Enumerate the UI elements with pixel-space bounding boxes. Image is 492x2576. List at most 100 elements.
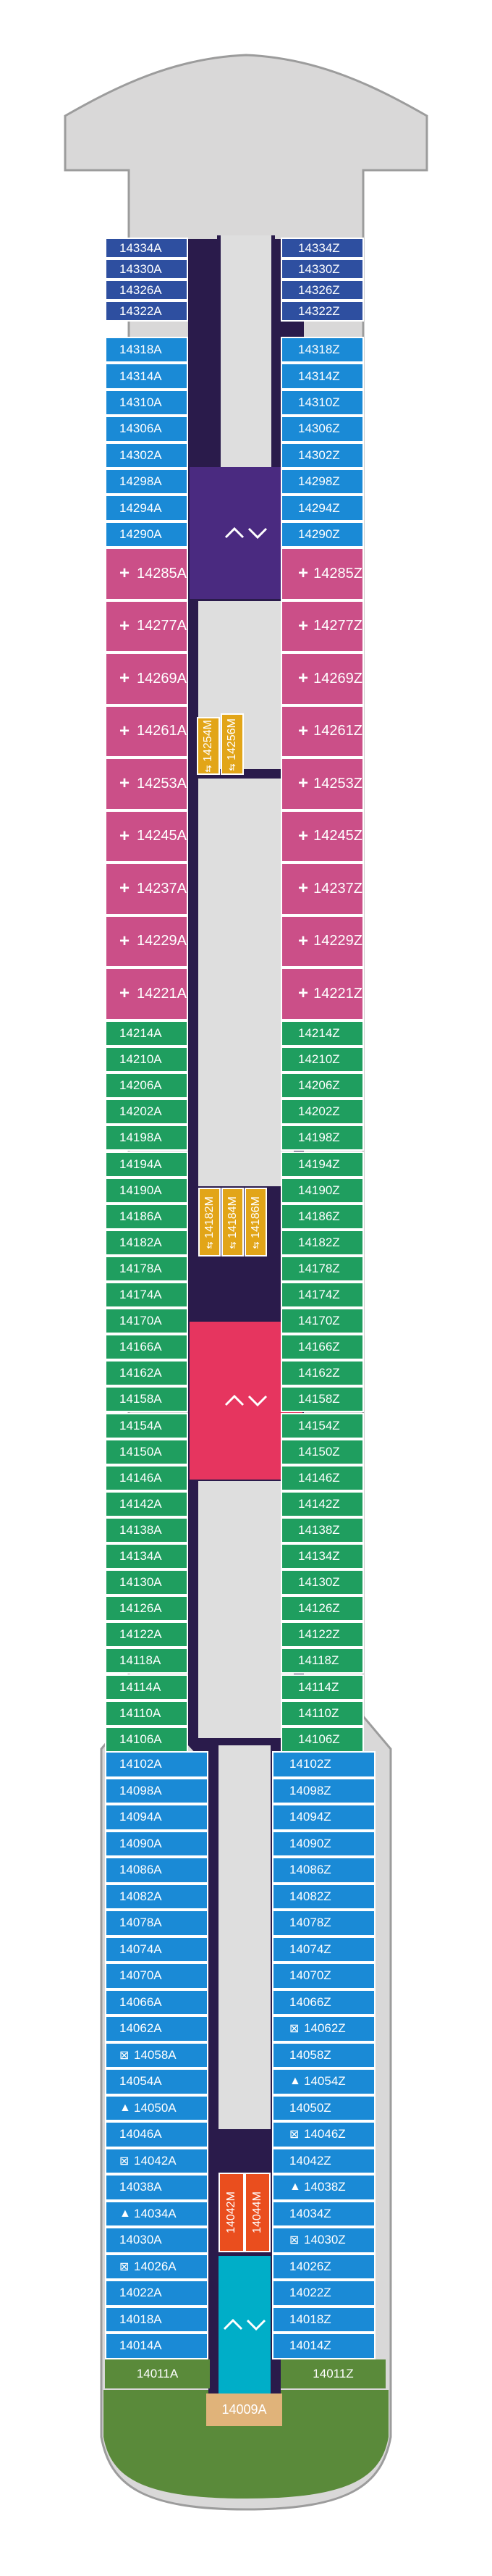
cabin-14182M[interactable]: ⇵14182M [198, 1188, 221, 1256]
cabin-14261A[interactable]: +14261A [105, 705, 188, 758]
cabin-14154Z[interactable]: 14154Z [281, 1412, 364, 1439]
cabin-14090A[interactable]: 14090A [105, 1830, 208, 1857]
cabin-14098A[interactable]: 14098A [105, 1777, 208, 1804]
cabin-14158Z[interactable]: 14158Z [281, 1386, 364, 1413]
cabin-14102Z[interactable]: 14102Z [272, 1751, 376, 1778]
cabin-14054A[interactable]: 14054A [105, 2068, 208, 2095]
cabin-14026A[interactable]: ⊠14026A [105, 2253, 208, 2280]
cabin-14070Z[interactable]: 14070Z [272, 1963, 376, 1989]
cabin-14166Z[interactable]: 14166Z [281, 1334, 364, 1361]
cabin-14186A[interactable]: 14186A [105, 1203, 188, 1230]
cabin-14162A[interactable]: 14162A [105, 1360, 188, 1387]
cabin-14184M[interactable]: ⇵14184M [221, 1188, 244, 1256]
cabin-14158A[interactable]: 14158A [105, 1386, 188, 1413]
cabin-14174Z[interactable]: 14174Z [281, 1282, 364, 1309]
cabin-14094A[interactable]: 14094A [105, 1804, 208, 1831]
cabin-14206Z[interactable]: 14206Z [281, 1073, 364, 1099]
cabin-14034A[interactable]: ▲14034A [105, 2200, 208, 2227]
cabin-14142A[interactable]: 14142A [105, 1490, 188, 1517]
cabin-14058A[interactable]: ⊠14058A [105, 2042, 208, 2068]
cabin-14202A[interactable]: 14202A [105, 1099, 188, 1125]
cabin-14277Z[interactable]: +14277Z [281, 600, 364, 653]
cabin-14314Z[interactable]: 14314Z [281, 363, 364, 390]
cabin-14285Z[interactable]: +14285Z [281, 547, 364, 600]
cabin-14210Z[interactable]: 14210Z [281, 1046, 364, 1073]
cabin-14334A[interactable]: 14334A [105, 238, 188, 259]
cabin-14198Z[interactable]: 14198Z [281, 1125, 364, 1151]
cabin-14326Z[interactable]: 14326Z [281, 280, 364, 301]
cabin-14298A[interactable]: 14298A [105, 469, 188, 495]
cabin-14062A[interactable]: 14062A [105, 2015, 208, 2042]
cabin-14254M[interactable]: ⇵14254M [197, 717, 220, 775]
cabin-14122Z[interactable]: 14122Z [281, 1621, 364, 1648]
cabin-14078A[interactable]: 14078A [105, 1910, 208, 1937]
cabin-14044M[interactable]: 14044M [245, 2173, 271, 2252]
cabin-14190A[interactable]: 14190A [105, 1177, 188, 1204]
cabin-14018A[interactable]: 14018A [105, 2306, 208, 2333]
cabin-14198A[interactable]: 14198A [105, 1125, 188, 1151]
cabin-14058Z[interactable]: 14058Z [272, 2042, 376, 2068]
cabin-14022A[interactable]: 14022A [105, 2280, 208, 2307]
cabin-14330Z[interactable]: 14330Z [281, 259, 364, 280]
cabin-14106A[interactable]: 14106A [105, 1726, 188, 1753]
cabin-14162Z[interactable]: 14162Z [281, 1360, 364, 1387]
cabin-14134Z[interactable]: 14134Z [281, 1543, 364, 1570]
cabin-14038Z[interactable]: ▲14038Z [272, 2174, 376, 2201]
cabin-14253Z[interactable]: +14253Z [281, 758, 364, 810]
cabin-14237Z[interactable]: +14237Z [281, 863, 364, 915]
cabin-14221Z[interactable]: +14221Z [281, 968, 364, 1020]
cabin-14014Z[interactable]: 14014Z [272, 2333, 376, 2359]
cabin-14334Z[interactable]: 14334Z [281, 238, 364, 259]
cabin-14110Z[interactable]: 14110Z [281, 1700, 364, 1727]
cabin-14046Z[interactable]: ⊠14046Z [272, 2121, 376, 2148]
cabin-14018Z[interactable]: 14018Z [272, 2306, 376, 2333]
cabin-14126A[interactable]: 14126A [105, 1595, 188, 1622]
cabin-14269Z[interactable]: +14269Z [281, 653, 364, 705]
cabin-14166A[interactable]: 14166A [105, 1334, 188, 1361]
cabin-14014A[interactable]: 14014A [105, 2333, 208, 2359]
cabin-14034Z[interactable]: 14034Z [272, 2200, 376, 2227]
cabin-14326A[interactable]: 14326A [105, 280, 188, 301]
cabin-14302A[interactable]: 14302A [105, 442, 188, 469]
cabin-14214A[interactable]: 14214A [105, 1020, 188, 1047]
cabin-14098Z[interactable]: 14098Z [272, 1777, 376, 1804]
cabin-14174A[interactable]: 14174A [105, 1282, 188, 1309]
cabin-14011A[interactable]: 14011A [105, 2359, 210, 2388]
cabin-14186Z[interactable]: 14186Z [281, 1203, 364, 1230]
cabin-14210A[interactable]: 14210A [105, 1046, 188, 1073]
cabin-14054Z[interactable]: ▲14054Z [272, 2068, 376, 2095]
cabin-14106Z[interactable]: 14106Z [281, 1726, 364, 1753]
cabin-14042M[interactable]: 14042M [219, 2173, 245, 2252]
cabin-14050A[interactable]: ▲14050A [105, 2094, 208, 2121]
cabin-14285A[interactable]: +14285A [105, 547, 188, 600]
cabin-14170Z[interactable]: 14170Z [281, 1308, 364, 1335]
cabin-14245Z[interactable]: +14245Z [281, 810, 364, 863]
cabin-14110A[interactable]: 14110A [105, 1700, 188, 1727]
cabin-14269A[interactable]: +14269A [105, 653, 188, 705]
cabin-14050Z[interactable]: 14050Z [272, 2094, 376, 2121]
cabin-14086A[interactable]: 14086A [105, 1857, 208, 1884]
cabin-14114A[interactable]: 14114A [105, 1674, 188, 1700]
cabin-14302Z[interactable]: 14302Z [281, 442, 364, 469]
cabin-14009A[interactable]: 14009A [206, 2394, 282, 2426]
cabin-14011Z[interactable]: 14011Z [281, 2359, 386, 2388]
cabin-14118A[interactable]: 14118A [105, 1648, 188, 1674]
cabin-14082A[interactable]: 14082A [105, 1883, 208, 1910]
cabin-14322Z[interactable]: 14322Z [281, 301, 364, 322]
cabin-14142Z[interactable]: 14142Z [281, 1490, 364, 1517]
cabin-14214Z[interactable]: 14214Z [281, 1020, 364, 1047]
cabin-14118Z[interactable]: 14118Z [281, 1648, 364, 1674]
cabin-14078Z[interactable]: 14078Z [272, 1910, 376, 1937]
cabin-14082Z[interactable]: 14082Z [272, 1883, 376, 1910]
cabin-14042A[interactable]: ⊠14042A [105, 2147, 208, 2174]
cabin-14130Z[interactable]: 14130Z [281, 1569, 364, 1596]
cabin-14022Z[interactable]: 14022Z [272, 2280, 376, 2307]
cabin-14086Z[interactable]: 14086Z [272, 1857, 376, 1884]
stairs-aft[interactable] [219, 2256, 271, 2394]
cabin-14310Z[interactable]: 14310Z [281, 389, 364, 416]
cabin-14030A[interactable]: 14030A [105, 2227, 208, 2254]
cabin-14318A[interactable]: 14318A [105, 337, 188, 364]
cabin-14190Z[interactable]: 14190Z [281, 1177, 364, 1204]
cabin-14330A[interactable]: 14330A [105, 259, 188, 280]
cabin-14322A[interactable]: 14322A [105, 301, 188, 322]
